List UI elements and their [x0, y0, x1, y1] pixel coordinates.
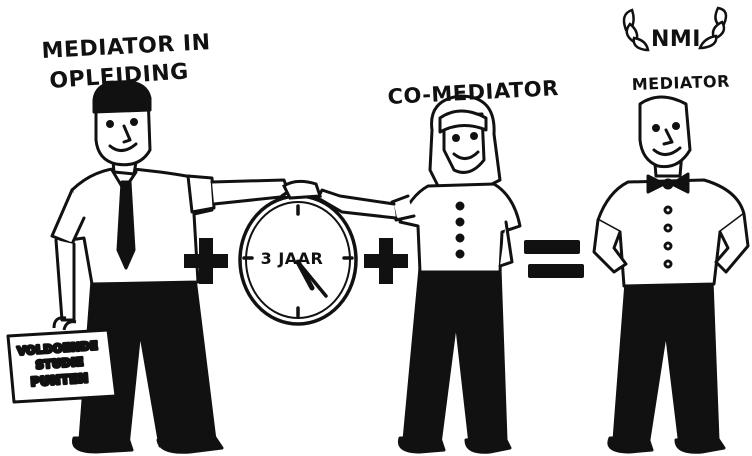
clock-icon: 3 JAAR [238, 188, 358, 326]
suitcase-label-line2: STUDIE [35, 355, 84, 371]
mediator-figure [592, 95, 750, 454]
plus-sign-1 [184, 238, 228, 284]
hands [282, 179, 323, 200]
clock-duration-label: 3 JAAR [261, 249, 324, 268]
co-mediator-label: CO-MEDIATOR [387, 76, 559, 109]
suitcase-label-line3: PUNTEN [30, 371, 89, 389]
trainee-mediator-figure [50, 80, 292, 454]
equals-sign [524, 240, 584, 278]
plus-sign-2 [364, 238, 408, 284]
trainee-label-line2: OPLEIDING [49, 59, 190, 94]
mediator-label: MEDIATOR [631, 72, 730, 94]
suitcase: VOLDOENDE STUDIE PUNTEN [6, 316, 118, 404]
nmi-laurel-logo: NMI [622, 6, 728, 52]
nmi-logo-text: NMI [651, 27, 701, 52]
